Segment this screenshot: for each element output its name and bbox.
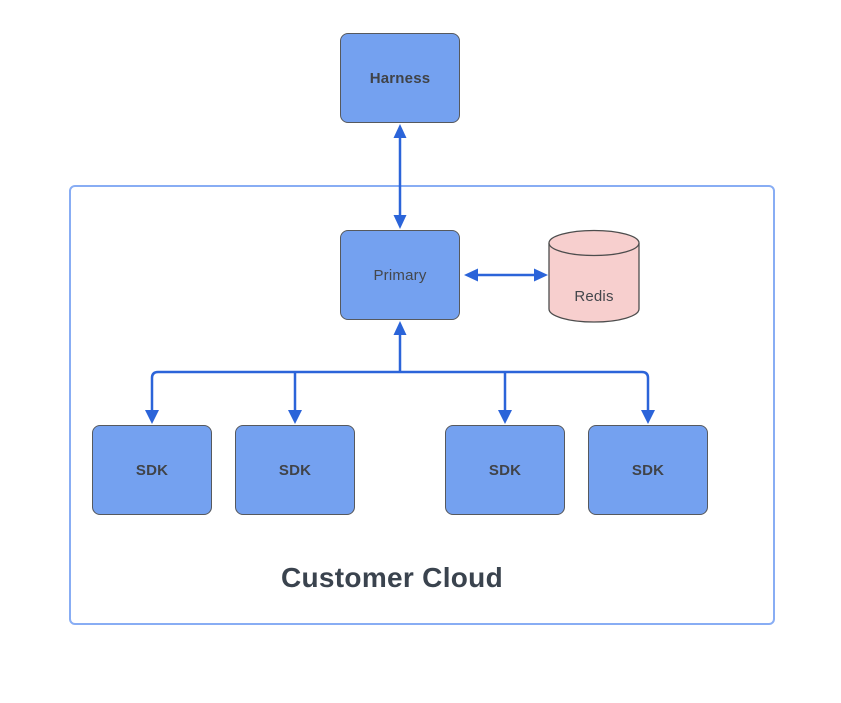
sdk-label: SDK — [278, 461, 312, 479]
sdk-node-1: SDK — [92, 425, 212, 515]
sdk-label: SDK — [631, 461, 665, 479]
customer-cloud-label: Customer Cloud — [281, 562, 503, 593]
primary-label: Primary — [373, 266, 427, 284]
harness-label: Harness — [369, 69, 431, 87]
sdk-node-3: SDK — [445, 425, 565, 515]
redis-label: Redis — [574, 287, 614, 305]
sdk-node-4: SDK — [588, 425, 708, 515]
harness-node: Harness — [340, 33, 460, 123]
redis-cylinder-node: Redis — [548, 229, 640, 323]
cylinder-shape-icon — [548, 229, 640, 323]
primary-node: Primary — [340, 230, 460, 320]
sdk-label: SDK — [135, 461, 169, 479]
customer-cloud-container — [69, 185, 775, 625]
sdk-label: SDK — [488, 461, 522, 479]
sdk-node-2: SDK — [235, 425, 355, 515]
